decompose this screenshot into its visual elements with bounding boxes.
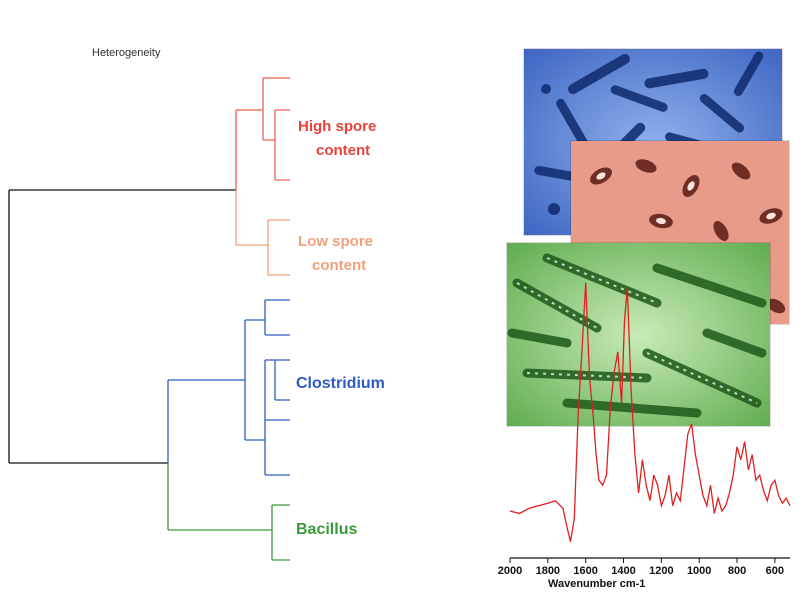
clostridium-label: Clostridium [296,375,385,392]
x-tick-label: 600 [765,565,785,577]
high-spore-label: High spore content [298,115,376,163]
x-tick-label: 1600 [573,565,598,577]
x-axis-label: Wavenumber cm-1 [548,578,646,590]
high-spore-branches [235,77,290,190]
low-spore-label: Low spore content [298,230,373,278]
x-tick-label: 2000 [497,565,523,577]
x-tick-label: 1000 [686,565,712,577]
high-spore-label-line1: High spore [298,118,377,135]
x-tick-label: 1200 [649,565,674,577]
bacillus-branches [167,463,290,561]
green-micrograph [506,242,771,427]
spectrum-series [509,282,791,542]
x-axis-ticks [509,558,776,563]
clostridium-branches [167,299,290,476]
low-spore-label-line1: Low spore [298,233,374,250]
x-tick-label: 800 [727,565,747,577]
x-tick-label: 1400 [611,565,636,577]
dendrogram-title: Heterogeneity [92,47,161,59]
dendrogram [8,77,290,561]
x-tick-label: 1800 [535,565,561,577]
high-spore-label-line2: content [316,142,371,159]
dendrogram-root-branches [8,189,236,464]
bacillus-label: Bacillus [296,521,358,538]
ir-spectrum-chart [509,282,791,563]
low-spore-label-line2: content [312,257,367,274]
spectrum-line [509,282,791,542]
low-spore-branches [235,190,290,276]
